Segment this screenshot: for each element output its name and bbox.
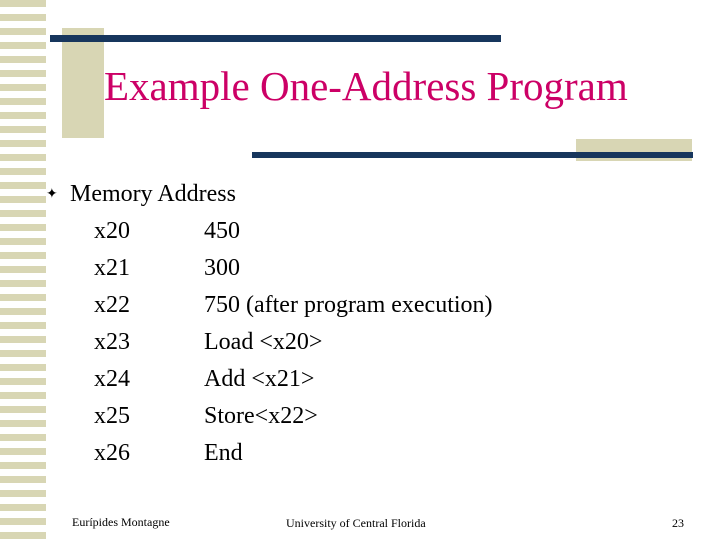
footer-page-number: 23: [672, 516, 684, 530]
middle-rule: [252, 152, 693, 158]
memory-value: Store<x22>: [204, 403, 318, 429]
list-item: x22 750 (after program execution): [44, 287, 684, 324]
footer-institution: University of Central Florida: [286, 516, 426, 530]
list-item: x24 Add <x21>: [44, 361, 684, 398]
memory-address-label: x20: [94, 218, 130, 244]
memory-value: Add <x21>: [204, 366, 315, 392]
memory-value: 750 (after program execution): [204, 292, 493, 318]
memory-address-label: x25: [94, 403, 130, 429]
list-item: x20 450: [44, 213, 684, 250]
list-item: x23 Load <x20>: [44, 324, 684, 361]
left-stripe-decoration: [0, 0, 46, 540]
top-rule: [50, 35, 501, 42]
bullet-diamond-icon: ✦: [46, 187, 58, 202]
list-item: x21 300: [44, 250, 684, 287]
memory-value: Load <x20>: [204, 329, 323, 355]
memory-value: 300: [204, 255, 240, 281]
bullet-label: Memory Address: [70, 181, 236, 207]
memory-address-label: x22: [94, 292, 130, 318]
memory-value: 450: [204, 218, 240, 244]
bullet-item-memory-address: ✦ Memory Address: [44, 176, 684, 213]
left-accent-block: [62, 28, 104, 138]
memory-address-label: x23: [94, 329, 130, 355]
memory-address-label: x26: [94, 440, 130, 466]
list-item: x26 End: [44, 435, 684, 472]
memory-value: End: [204, 440, 243, 466]
footer-author: Eurípides Montagne: [72, 515, 170, 529]
page-title: Example One-Address Program: [104, 63, 628, 109]
memory-address-label: x24: [94, 366, 130, 392]
content-body: ✦ Memory Address x20 450 x21 300 x22 750 (a…: [44, 176, 684, 472]
list-item: x25 Store<x22>: [44, 398, 684, 435]
memory-address-label: x21: [94, 255, 130, 281]
